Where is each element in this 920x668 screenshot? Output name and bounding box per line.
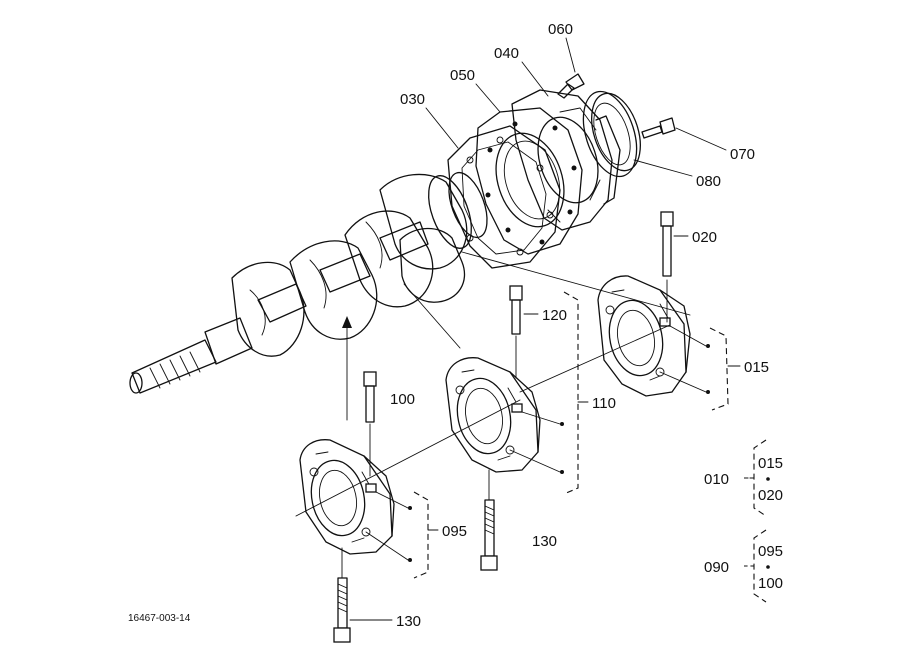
drawing-number: 16467-003-14 <box>128 613 191 624</box>
bearing-housing-040 <box>511 89 621 231</box>
label-part-110: 110 <box>592 395 616 412</box>
label-part-060: 060 <box>548 21 573 38</box>
bolt-120 <box>509 285 523 335</box>
assembly-lines <box>295 251 691 579</box>
gasket-030 <box>447 125 561 269</box>
label-assembly-010-part-1: 015 <box>758 455 783 472</box>
brackets <box>365 291 741 579</box>
bolt-100 <box>363 371 377 423</box>
crankshaft <box>129 171 488 394</box>
main-bearing-case-095 <box>299 439 395 555</box>
label-part-030: 030 <box>400 91 425 108</box>
main-bearing-case-110 <box>445 357 541 473</box>
oil-seal-080 <box>582 90 641 178</box>
label-part-130-middle: 130 <box>532 533 557 550</box>
label-part-020: 020 <box>692 229 717 246</box>
main-bearing-case-015 <box>597 275 691 397</box>
bolt-020 <box>660 211 674 277</box>
label-assembly-090-part-1: 095 <box>758 543 783 560</box>
bolt-130-front <box>333 577 351 643</box>
assembly-group-brackets <box>744 439 770 603</box>
label-part-095: 095 <box>442 523 467 540</box>
label-part-120: 120 <box>542 307 567 324</box>
label-part-080: 080 <box>696 173 721 190</box>
label-part-130-front: 130 <box>396 613 421 630</box>
label-part-050: 050 <box>450 67 475 84</box>
label-part-040: 040 <box>494 45 519 62</box>
label-part-100: 100 <box>390 391 415 408</box>
bolt-130-middle <box>480 499 498 571</box>
bolt-060 <box>557 73 585 99</box>
label-part-015: 015 <box>744 359 769 376</box>
label-assembly-010: 010 <box>704 471 729 488</box>
label-assembly-090: 090 <box>704 559 729 576</box>
label-assembly-090-part-2: 100 <box>758 575 783 592</box>
label-part-070: 070 <box>730 146 755 163</box>
leader-lines <box>349 37 727 621</box>
label-assembly-010-part-2: 020 <box>758 487 783 504</box>
bolt-070 <box>641 117 676 139</box>
